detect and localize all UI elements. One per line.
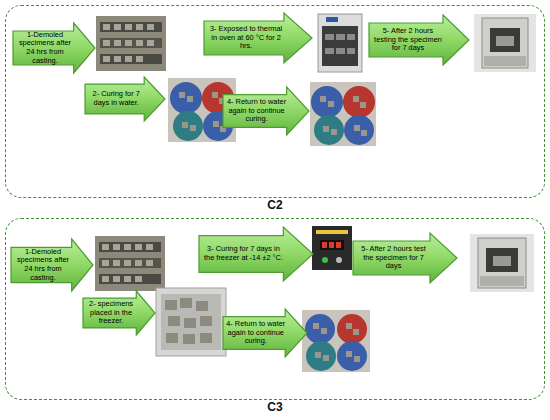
step-arrow: 4- Return to water again to continue cur…	[223, 309, 307, 357]
block-arrow-outline	[223, 309, 307, 357]
process-panel: C21-Demoled specimens after 24 hrs from …	[5, 5, 545, 198]
step-text: 3- Curing for 7 days in the freezer at -…	[202, 227, 284, 281]
step-arrow: 5- After 2 hours test the specimen for 7…	[353, 233, 457, 283]
step-arrow: 4- Return to water again to continue cur…	[223, 87, 309, 135]
step-text: 2- specimens placed in the freezer.	[85, 291, 137, 335]
block-arrow-outline	[223, 87, 309, 135]
water-buckets-photo	[302, 310, 370, 372]
oven-photo	[318, 14, 362, 72]
step-text: 2- Curing for 7 days in water.	[87, 77, 145, 121]
water-buckets-photo	[310, 82, 376, 146]
step-arrow: 1-Demoled specimens after 24 hrs from ca…	[11, 239, 93, 291]
mold-photo	[95, 236, 165, 291]
step-text: 3- Exposed to thermal in oven at 60 °C f…	[207, 13, 285, 63]
process-panel: C31-Demoled specimens after 24 hrs from …	[5, 218, 545, 400]
step-arrow: 2- specimens placed in the freezer.	[83, 291, 155, 335]
panel-label: C2	[6, 198, 544, 212]
step-text: 1-Demoled specimens after 24 hrs from ca…	[15, 23, 74, 73]
step-arrow: 3- Curing for 7 days in the freezer at -…	[199, 227, 313, 281]
step-arrow: 1-Demoled specimens after 24 hrs from ca…	[13, 23, 95, 73]
testing-machine-photo	[474, 14, 536, 72]
block-arrow-outline	[353, 233, 457, 283]
block-arrow-outline	[204, 13, 312, 63]
step-text: 4- Return to water again to continue cur…	[226, 87, 288, 135]
freezer-photo	[156, 288, 226, 356]
step-arrow: 2- Curing for 7 days in water.	[85, 77, 165, 121]
block-arrow-outline	[369, 15, 469, 65]
block-arrow-outline	[13, 23, 95, 73]
mold-photo	[96, 16, 166, 71]
step-text: 4- Return to water again to continue cur…	[226, 309, 286, 357]
freezer-display-photo	[312, 226, 352, 270]
block-arrow-outline	[83, 291, 155, 335]
step-arrow: 5- After 2 hours testing the specimen fo…	[369, 15, 469, 65]
step-text: 1-Demoled specimens after 24 hrs from ca…	[13, 239, 72, 291]
testing-machine-photo	[470, 234, 534, 292]
step-text: 5- After 2 hours testing the specimen fo…	[372, 15, 444, 65]
step-text: 5- After 2 hours test the specimen for 7…	[356, 233, 431, 283]
block-arrow-outline	[85, 77, 165, 121]
step-arrow: 3- Exposed to thermal in oven at 60 °C f…	[204, 13, 312, 63]
block-arrow-outline	[199, 227, 313, 281]
block-arrow-outline	[11, 239, 93, 291]
panel-label: C3	[6, 400, 544, 414]
